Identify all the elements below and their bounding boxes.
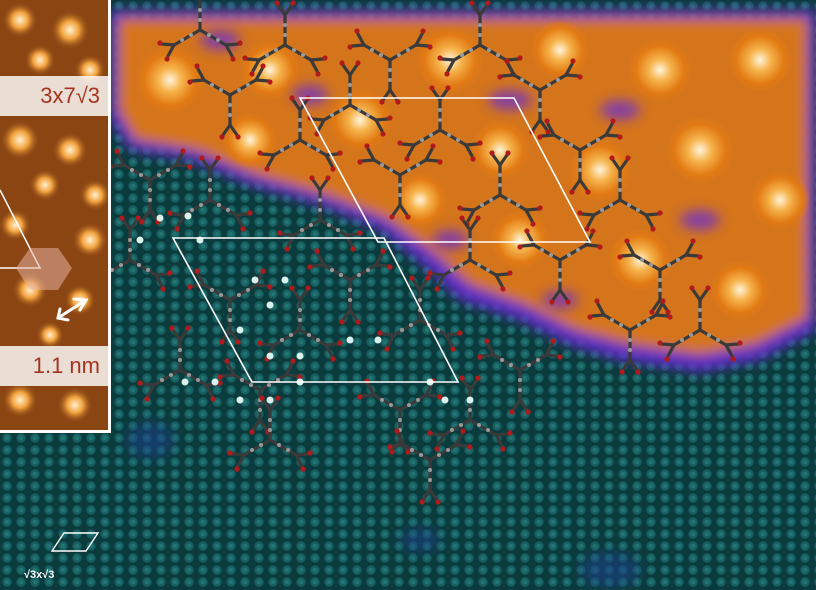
superstructure-label: 3x7√3 [0, 76, 108, 116]
lower-unit-cell [171, 237, 460, 383]
double-arrow-icon [56, 297, 89, 322]
scale-bar-label: 1.1 nm [0, 346, 108, 386]
substrate-site-markers [136, 212, 474, 404]
hexagon-icon [16, 248, 72, 290]
upper-unit-cell [298, 97, 592, 243]
substrate-unit-cell [50, 532, 100, 552]
substrate-cell-label: √3x√3 [24, 569, 55, 581]
inset-panel: 3x7√3 1.1 nm [0, 0, 111, 433]
